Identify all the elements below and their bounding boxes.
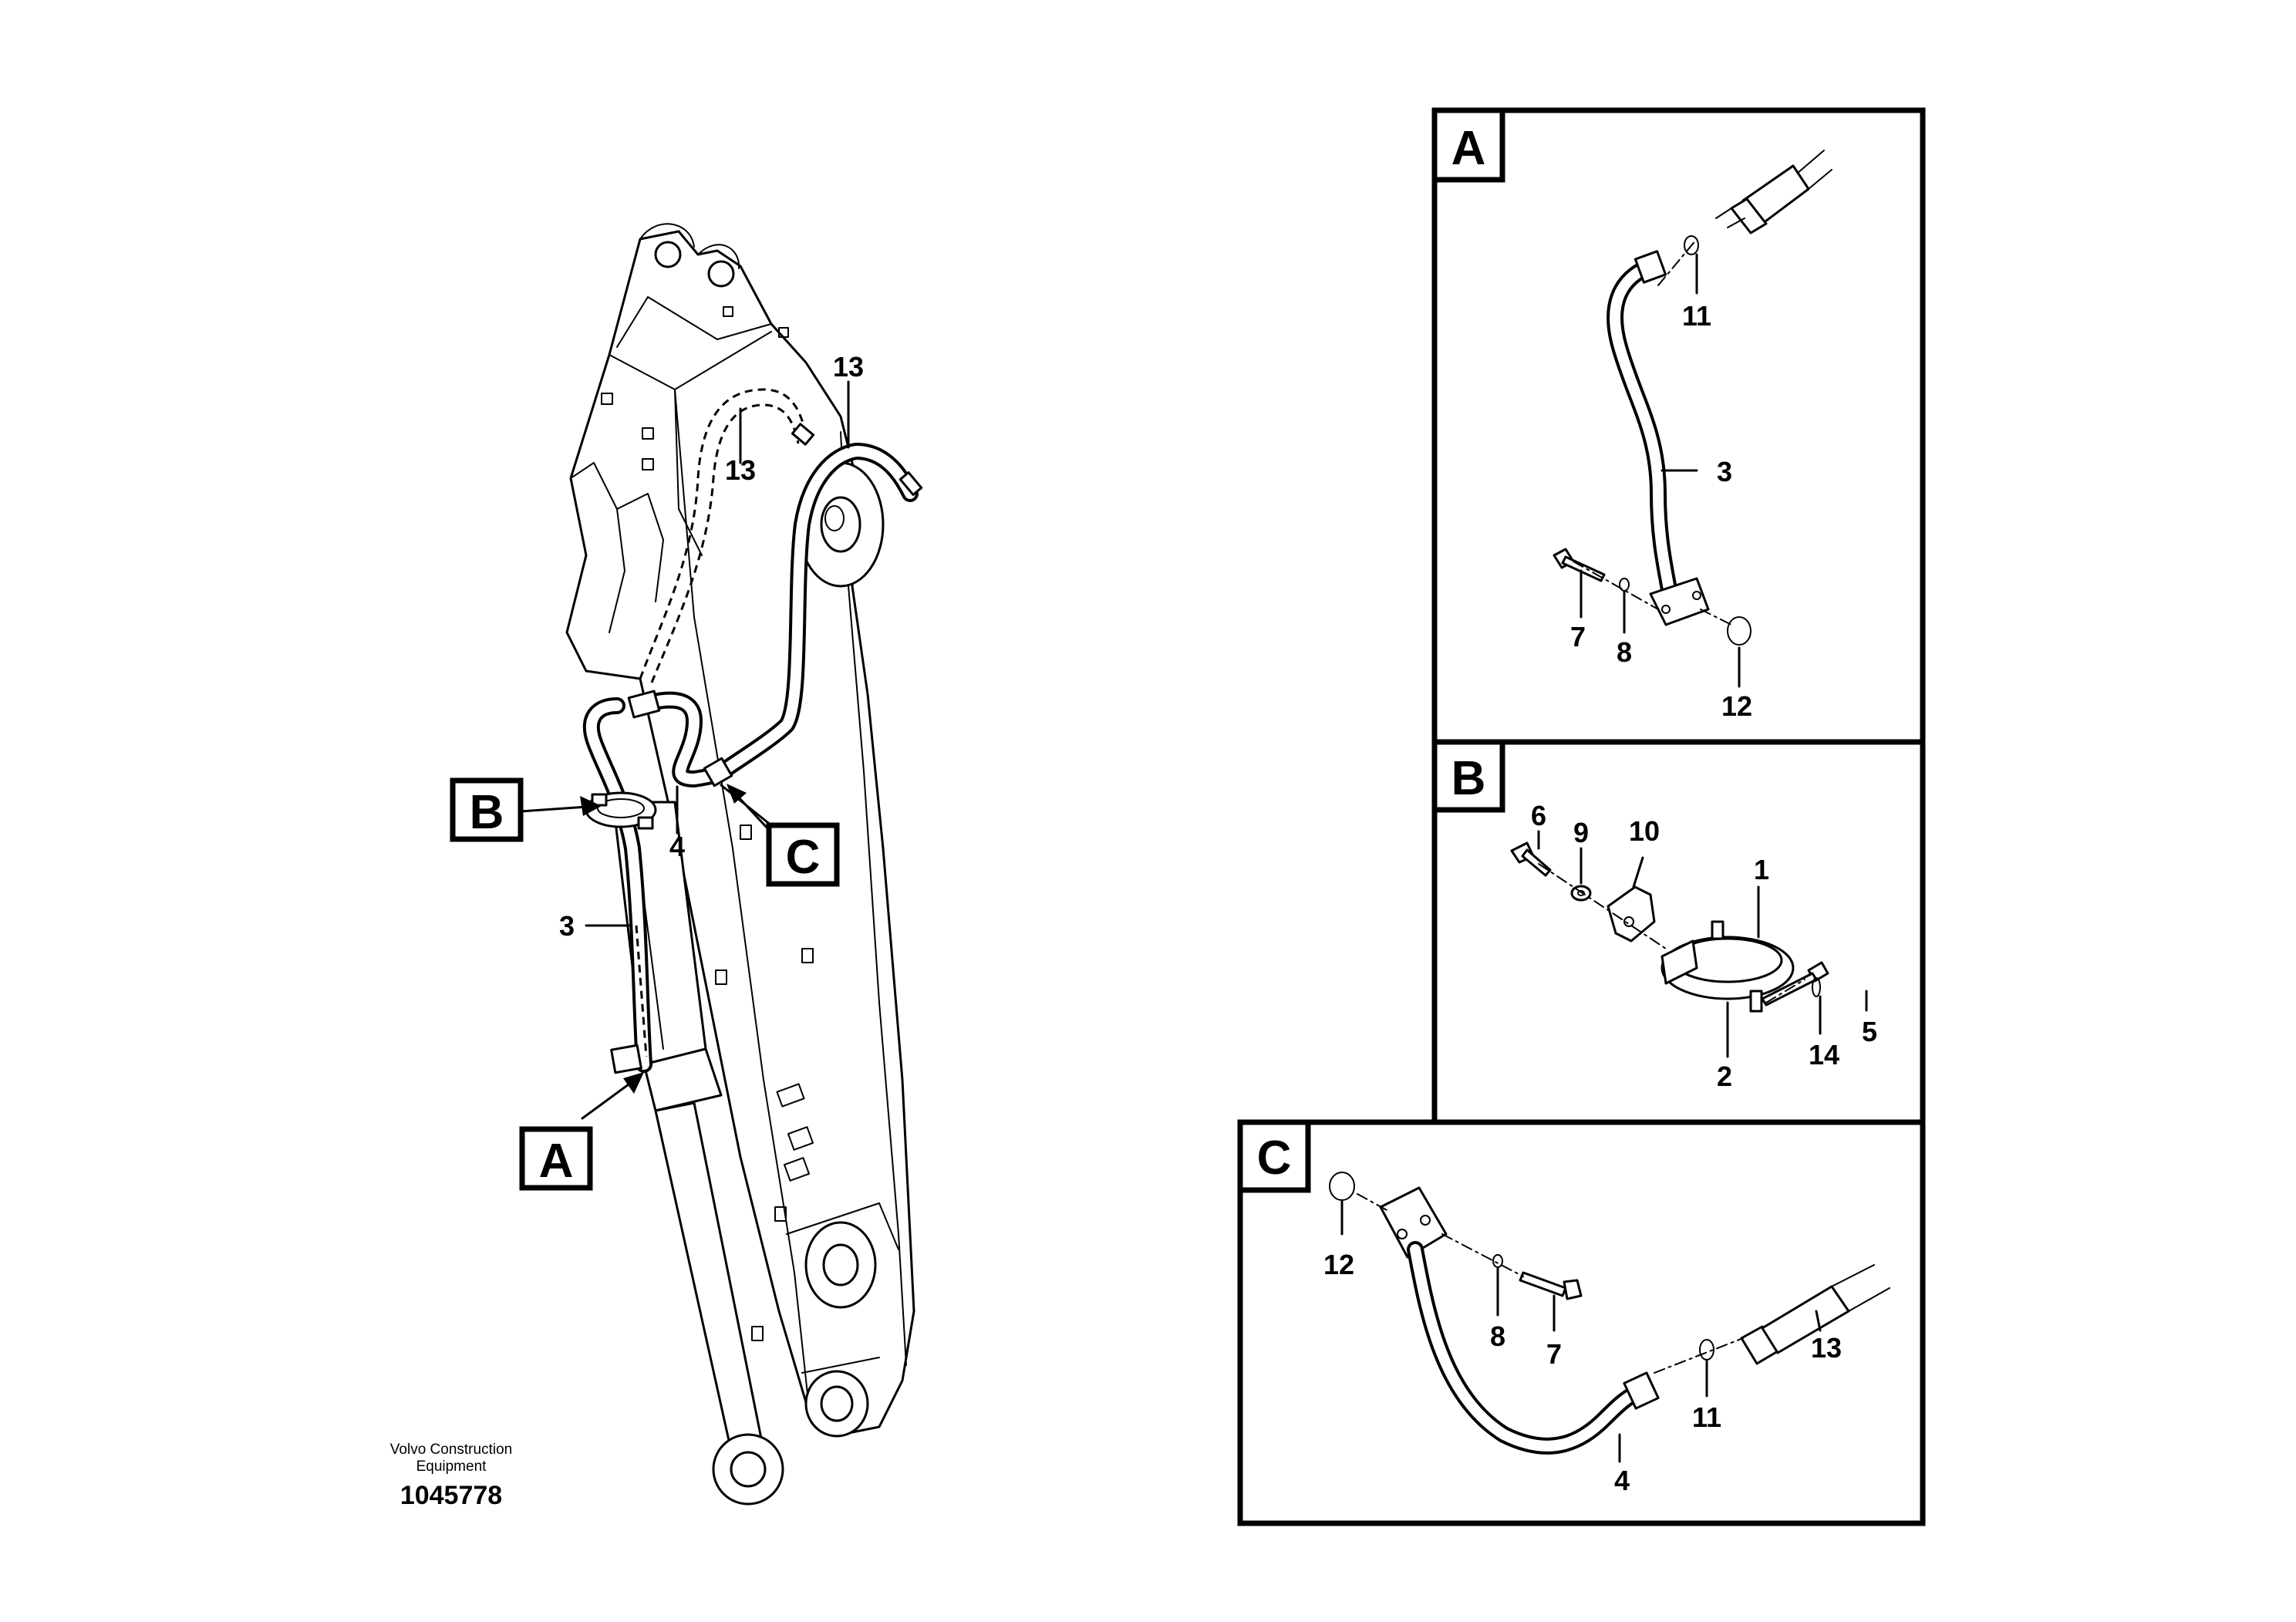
svg-text:B: B [470,786,504,839]
svg-text:A: A [539,1135,574,1188]
svg-text:13: 13 [1811,1332,1842,1364]
callout-a: A [519,1126,593,1191]
pipe-3 [582,697,652,1073]
svg-text:C: C [786,831,821,884]
detail-b: B 6 9 10 1 2 14 [1431,739,1926,1125]
svg-text:C: C [1257,1131,1292,1185]
main-clamp-b [585,791,657,830]
svg-text:7: 7 [1546,1338,1562,1370]
svg-text:6: 6 [1531,800,1546,831]
svg-text:10: 10 [1629,815,1660,847]
svg-text:8: 8 [1490,1320,1505,1352]
svg-text:14: 14 [1809,1039,1839,1071]
hose-13 [709,443,923,784]
main-view: B C A 13 13 4 3 Volvo Construction Equip… [390,223,923,1510]
svg-text:12: 12 [1721,690,1752,722]
svg-text:9: 9 [1573,817,1589,848]
company-name-line2: Equipment [416,1458,487,1475]
svg-text:11: 11 [1682,300,1711,332]
callout-b: B [450,777,524,842]
company-name-line1: Volvo Construction [390,1442,512,1458]
svg-text:2: 2 [1717,1061,1732,1092]
detail-c: C 12 8 7 13 [1237,1119,1926,1526]
label-3: 3 [559,910,575,942]
svg-text:8: 8 [1617,636,1632,668]
svg-text:11: 11 [1692,1401,1721,1433]
pipe-4 [632,691,726,787]
svg-text:7: 7 [1570,621,1586,653]
document-number: 1045778 [400,1481,502,1510]
svg-text:A: A [1451,122,1486,175]
svg-text:3: 3 [1717,456,1732,487]
svg-text:5: 5 [1862,1016,1877,1047]
label-13-inner: 13 [725,454,756,486]
svg-text:4: 4 [1614,1465,1630,1496]
svg-text:12: 12 [1323,1249,1354,1280]
callout-c: C [766,822,840,887]
svg-text:1: 1 [1754,854,1769,885]
label-4: 4 [669,831,685,862]
svg-text:B: B [1451,752,1486,805]
detail-a: A 11 3 7 [1431,107,1926,745]
label-13-outer: 13 [833,351,864,383]
hidden-hose-13 [639,388,815,683]
